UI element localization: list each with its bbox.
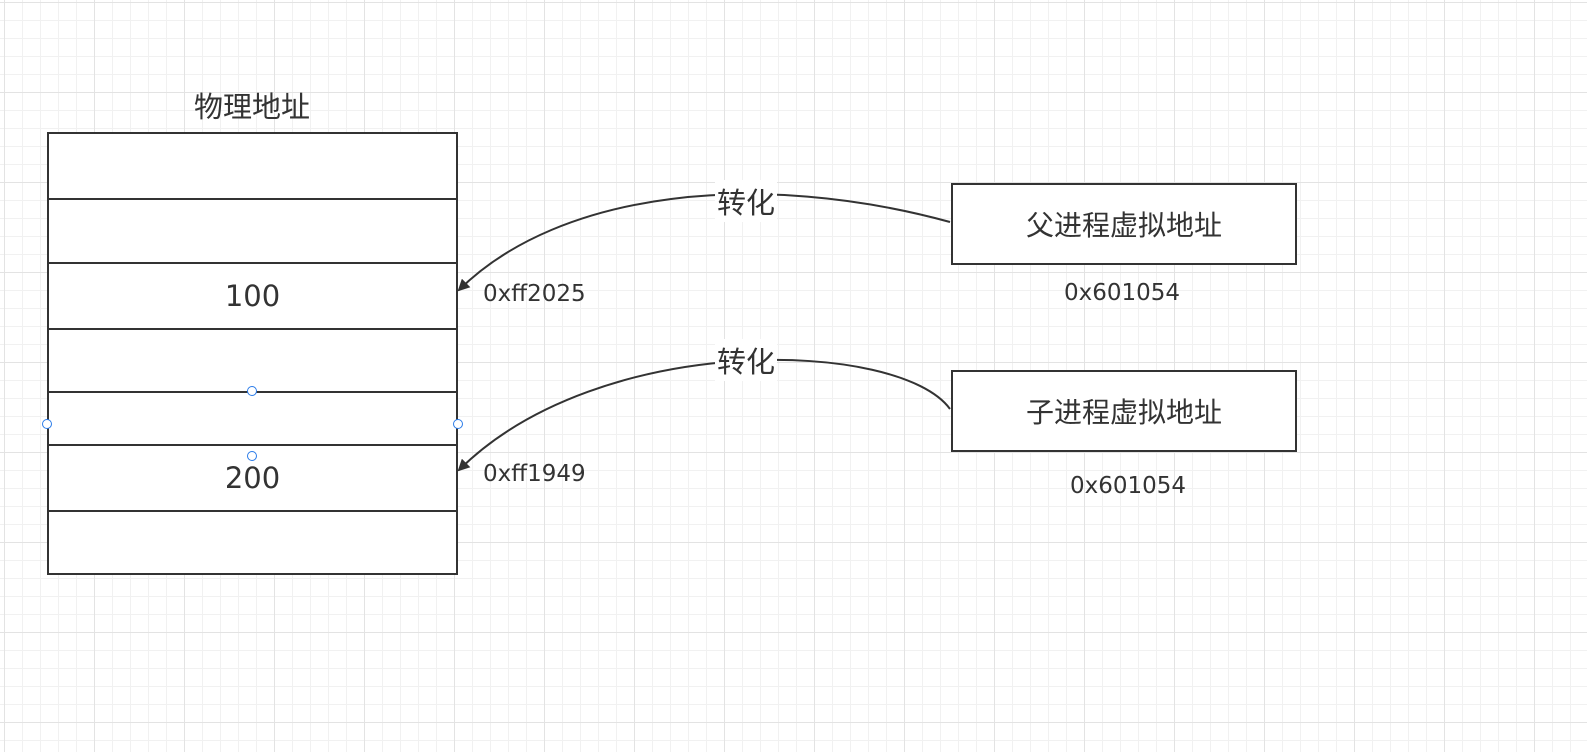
parent-physical-address-label: 0xff2025 [483,281,586,307]
selection-handle-top[interactable] [247,386,257,396]
memory-cell-value-200[interactable]: 200 [49,446,456,512]
parent-virtual-address-label: 0x601054 [1064,280,1181,306]
child-virtual-address-label: 0x601054 [1070,473,1187,499]
selection-handle-left[interactable] [42,419,52,429]
physical-address-title: 物理地址 [193,90,310,124]
physical-memory-block[interactable]: 100 200 [47,132,458,575]
child-physical-address-label: 0xff1949 [483,461,586,487]
child-conversion-label: 转化 [715,339,778,381]
memory-cell-selected[interactable] [49,393,456,446]
memory-cell-value-100[interactable]: 100 [49,264,456,330]
parent-virtual-address-box[interactable]: 父进程虚拟地址 [951,183,1297,265]
memory-cell[interactable] [49,200,456,264]
child-virtual-address-box[interactable]: 子进程虚拟地址 [951,370,1297,452]
parent-conversion-arrow[interactable] [457,193,951,292]
selection-handle-bottom[interactable] [247,451,257,461]
child-conversion-arrow[interactable] [457,358,951,472]
memory-cell[interactable] [49,134,456,200]
parent-conversion-label: 转化 [715,180,778,222]
selection-handle-right[interactable] [453,419,463,429]
